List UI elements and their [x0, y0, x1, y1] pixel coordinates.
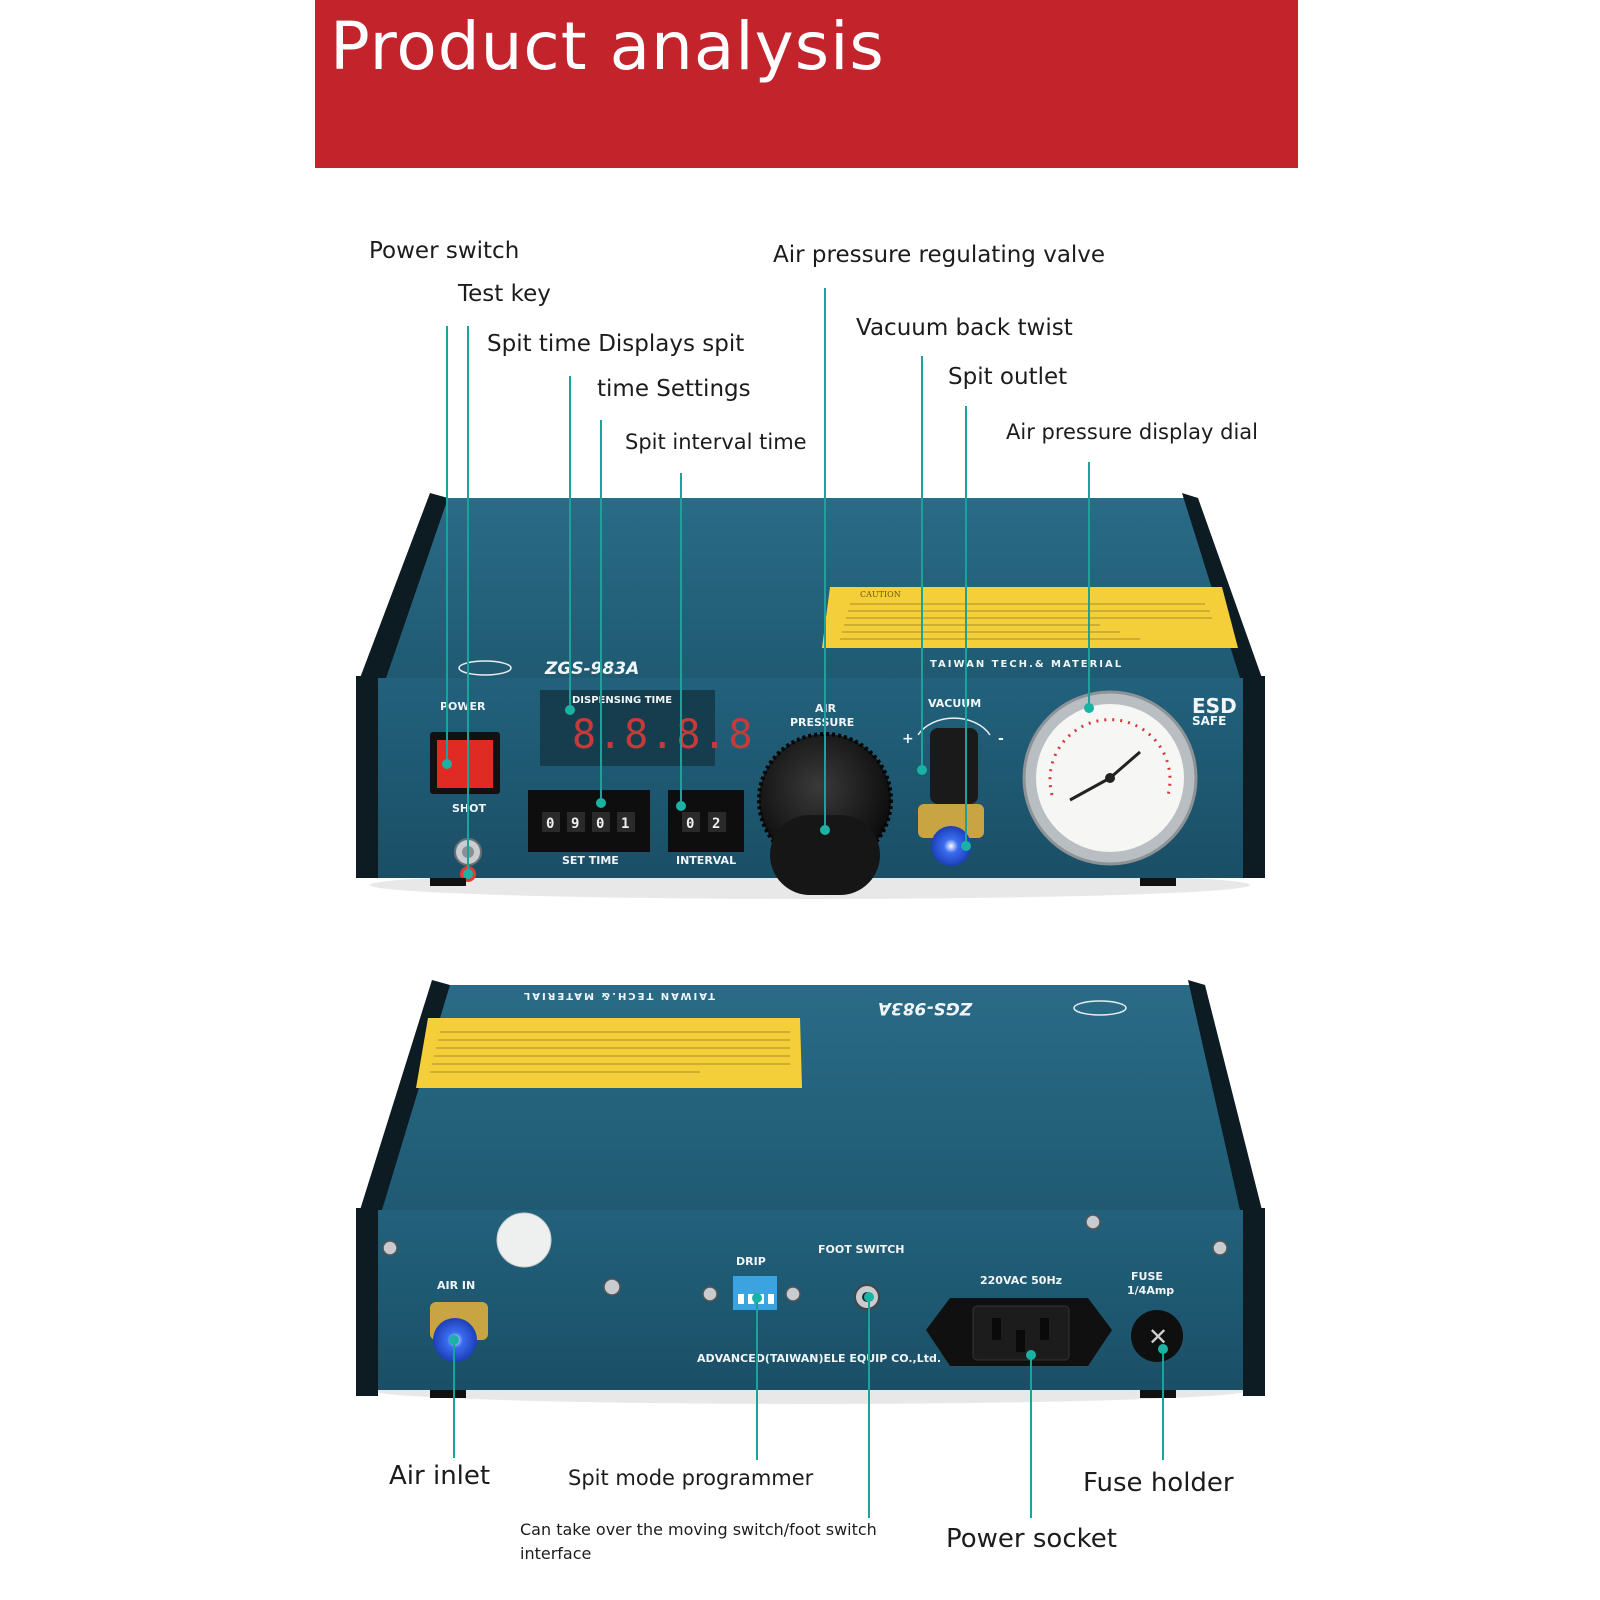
vacuum-label: VACUUM: [928, 697, 981, 710]
banner-title: Product analysis: [330, 8, 885, 85]
spit-mode-programmer[interactable]: [733, 1276, 777, 1310]
tagline-mirrored: TAIWAN TECH.& MATERIAL: [522, 990, 715, 1001]
interval-digit-2: 2: [712, 816, 720, 832]
label-spit-time-2: time Settings: [597, 376, 751, 402]
interval-wheels[interactable]: [668, 790, 744, 852]
set-time-digit-2: 9: [571, 816, 579, 832]
spit-outlet-fitting: [918, 804, 984, 838]
set-time-label: SET TIME: [562, 854, 619, 867]
set-time-digit-3: 0: [596, 816, 604, 832]
drip-label: DRIP: [736, 1255, 766, 1268]
label-power-socket: Power socket: [946, 1524, 1117, 1554]
label-fuse-holder: Fuse holder: [1083, 1468, 1234, 1498]
title-banner: [315, 0, 1298, 168]
vacuum-back-twist[interactable]: [930, 728, 978, 804]
set-time-digit-1: 0: [546, 816, 554, 832]
fuse-cross-icon: ✕: [1148, 1323, 1168, 1351]
foot-switch-label: FOOT SWITCH: [818, 1243, 904, 1256]
right-rail: [1182, 493, 1262, 678]
vacuum-plus: +: [902, 731, 914, 747]
power-label: POWER: [440, 700, 486, 713]
fuse-label-2: 1/4Amp: [1127, 1284, 1174, 1297]
label-test-key: Test key: [458, 281, 551, 307]
dispensing-time-display: 8.8.8.8: [572, 712, 755, 758]
vacuum-arc: [917, 717, 991, 736]
brand-model: ZGS-983A: [544, 659, 639, 679]
interval-label: INTERVAL: [676, 854, 736, 867]
brand-model-mirrored: ZGS-983A: [878, 998, 973, 1018]
shot-label: SHOT: [452, 802, 486, 815]
air-pressure-label-2: PRESSURE: [790, 716, 854, 729]
interval-digit-1: 0: [686, 816, 694, 832]
label-spit-outlet: Spit outlet: [948, 364, 1068, 390]
air-pressure-valve-body: [770, 815, 880, 895]
fuse-label-1: FUSE: [1131, 1270, 1163, 1283]
spit-outlet[interactable]: [931, 826, 971, 866]
label-power-switch: Power switch: [369, 238, 520, 264]
label-spit-interval: Spit interval time: [625, 430, 807, 454]
esd-logo-2: SAFE: [1192, 714, 1226, 728]
label-foot-note-1: Can take over the moving switch/foot swi…: [520, 1520, 877, 1539]
fuse-holder[interactable]: [1131, 1310, 1183, 1362]
caution-heading: CAUTION: [860, 590, 901, 599]
gauge-needle: [1069, 776, 1111, 802]
front-unit: CAUTION ZGS-983A TAIWAN TECH.& MATERIAL …: [356, 493, 1265, 899]
power-rating-label: 220VAC 50Hz: [980, 1274, 1062, 1287]
label-spit-time-1: Spit time Displays spit: [487, 331, 745, 357]
label-foot-note-2: interface: [520, 1544, 592, 1563]
label-air-pressure-valve: Air pressure regulating valve: [773, 242, 1106, 268]
label-vacuum-back-twist: Vacuum back twist: [856, 315, 1073, 341]
brand-logo: [458, 660, 512, 676]
leader-lines: [442, 288, 1168, 1518]
air-in-label: AIR IN: [437, 1279, 475, 1292]
label-air-pressure-dial: Air pressure display dial: [1006, 420, 1258, 444]
set-time-digit-4: 1: [621, 816, 629, 832]
label-air-inlet: Air inlet: [389, 1461, 491, 1491]
qc-sticker: [496, 1212, 552, 1268]
maker-label: ADVANCED(TAIWAN)ELE EQUIP CO.,Ltd.: [697, 1352, 941, 1365]
tagline: TAIWAN TECH.& MATERIAL: [930, 659, 1123, 670]
label-spit-mode: Spit mode programmer: [568, 1466, 814, 1490]
caution-sticker-back: [416, 1018, 802, 1088]
gauge-scale: [1048, 718, 1172, 796]
back-unit: ZGS-983A TAIWAN TECH.& MATERIAL AIR IN D…: [356, 980, 1265, 1404]
vacuum-minus: -: [998, 731, 1004, 747]
dispensing-time-label: DISPENSING TIME: [572, 695, 672, 706]
left-rail: [360, 493, 448, 678]
esd-logo-1: ESD: [1192, 694, 1237, 718]
